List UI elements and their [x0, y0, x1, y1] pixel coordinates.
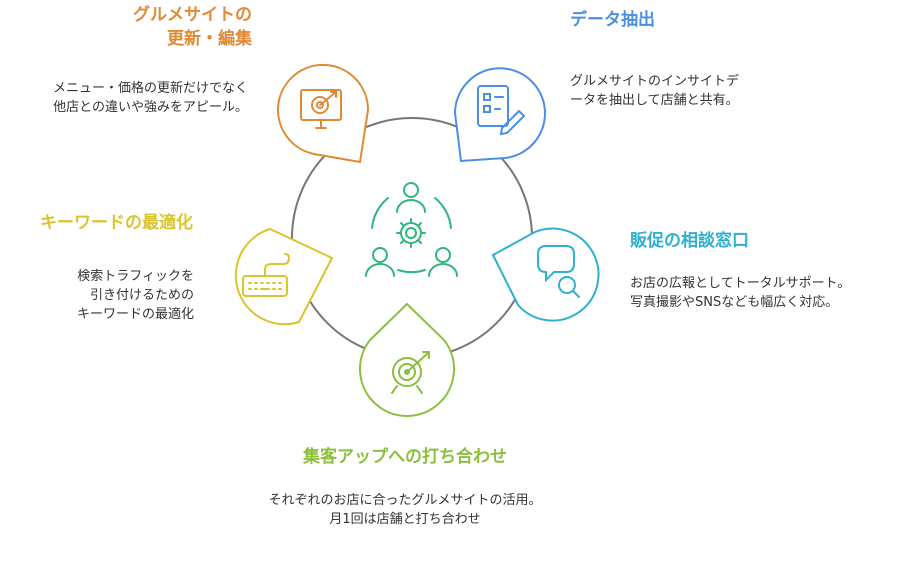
update-node	[277, 63, 370, 164]
update-title-line1: グルメサイトの	[133, 5, 252, 25]
target-arrow-icon	[391, 351, 430, 394]
update-title: グルメサイトの 更新・編集	[80, 3, 252, 51]
keyword-title: キーワードの最適化	[40, 213, 193, 233]
promo-desc-line2: 写真撮影やSNSなども幅広く対応。	[630, 295, 839, 310]
promo-title: 販促の相談窓口	[630, 231, 749, 251]
update-desc-line1: メニュー・価格の更新だけでなく	[52, 81, 248, 96]
chat-search-icon	[537, 245, 580, 298]
data-title: データ抽出	[570, 10, 655, 30]
data-desc: グルメサイトのインサイトデ ータを抽出して店舗と共有。	[570, 72, 800, 110]
update-title-line2: 更新・編集	[167, 29, 252, 49]
promo-node	[491, 227, 600, 322]
data-desc-line1: グルメサイトのインサイトデ	[570, 74, 740, 89]
promo-desc-line1: お店の広報としてトータルサポート。	[630, 276, 851, 291]
keyword-desc-line3: キーワードの最適化	[76, 307, 194, 322]
monitor-target-icon	[300, 89, 342, 129]
keyboard-icon	[242, 253, 291, 297]
keyword-desc: 検索トラフィックを 引き付けるための キーワードの最適化	[20, 267, 194, 324]
meeting-title: 集客アップへの打ち合わせ	[303, 447, 507, 467]
promo-desc: お店の広報としてトータルサポート。 写真撮影やSNSなども幅広く対応。	[630, 274, 900, 312]
keyword-desc-line2: 引き付けるための	[89, 288, 194, 303]
keyword-desc-line1: 検索トラフィックを	[77, 269, 194, 284]
team-gear-icon	[365, 182, 458, 277]
data-desc-line2: ータを抽出して店舗と共有。	[570, 93, 739, 108]
meeting-node	[359, 302, 455, 417]
data-node	[453, 67, 546, 163]
meeting-desc: それぞれのお店に合ったグルメサイトの活用。 月1回は店舗と打ち合わせ	[195, 491, 615, 529]
update-desc-line2: 他店との違いや強みをアピール。	[53, 100, 248, 115]
meeting-desc-line1: それぞれのお店に合ったグルメサイトの活用。	[268, 493, 542, 508]
meeting-desc-line2: 月1回は店舗と打ち合わせ	[329, 512, 481, 527]
checklist-pen-icon	[477, 85, 526, 136]
keyword-node	[234, 227, 334, 326]
update-desc: メニュー・価格の更新だけでなく 他店との違いや強みをアピール。	[10, 79, 248, 117]
